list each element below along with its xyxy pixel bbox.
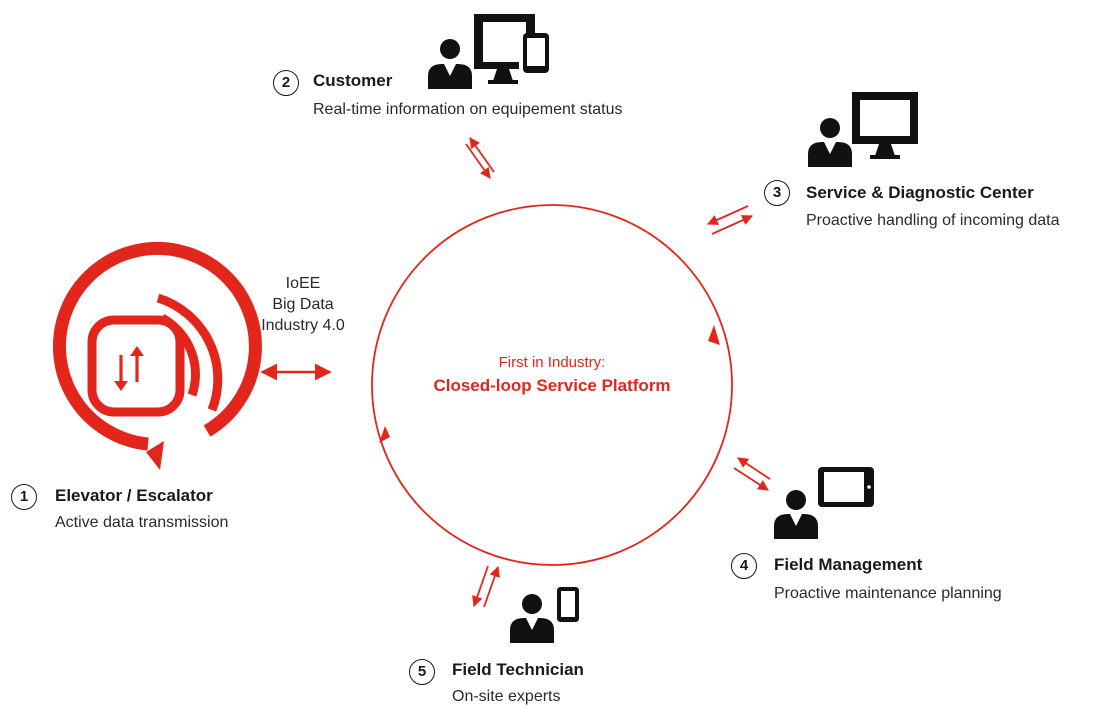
node-title: Elevator / Escalator (55, 486, 213, 505)
technology-item: IoEE (285, 275, 321, 292)
connector-technician-out (483, 565, 500, 608)
node-number: 1 (11, 484, 37, 510)
technology-list: IoEE Big Data Industry 4.0 (248, 273, 358, 336)
node-title: Field Technician (452, 660, 584, 679)
loop-arrow-left (379, 426, 390, 443)
service-loop (371, 204, 733, 566)
connector-field-mgmt-out (737, 457, 771, 480)
node-title: Field Management (774, 555, 923, 574)
person-tablet-icon (774, 467, 874, 539)
person-phone-icon (510, 587, 579, 643)
node-description: Proactive handling of incoming data (806, 212, 1060, 229)
elevator-signal-icon (52, 242, 262, 470)
loop-arrow-right (708, 325, 720, 345)
node-description: On-site experts (452, 688, 561, 705)
node-description: Active data transmission (55, 514, 229, 531)
node-number: 4 (731, 553, 757, 579)
node-title: Customer (313, 71, 393, 90)
person-desktop-phone-icon (428, 14, 549, 89)
connector-service-out (711, 215, 753, 235)
node-title: Service & Diagnostic Center (806, 183, 1034, 202)
person-monitor-icon (808, 92, 918, 167)
node-description: Real-time information on equipement stat… (313, 101, 623, 118)
connector-arrows (260, 137, 771, 608)
node-number: 5 (409, 659, 435, 685)
platform-label: First in Industry: Closed-loop Service P… (373, 352, 731, 398)
connector-customer-out (469, 137, 495, 173)
technology-item: Big Data (272, 296, 334, 313)
connector-service-in (707, 205, 749, 225)
platform-subtitle: First in Industry: (498, 354, 606, 371)
platform-title: Closed-loop Service Platform (433, 376, 671, 395)
connector-technician-in (472, 565, 489, 608)
connector-field-mgmt-in (733, 467, 769, 491)
node-description: Proactive maintenance planning (774, 585, 1002, 602)
connector-customer-in (465, 143, 491, 179)
technology-item: Industry 4.0 (261, 317, 345, 334)
node-number: 2 (273, 70, 299, 96)
node-number: 3 (764, 180, 790, 206)
